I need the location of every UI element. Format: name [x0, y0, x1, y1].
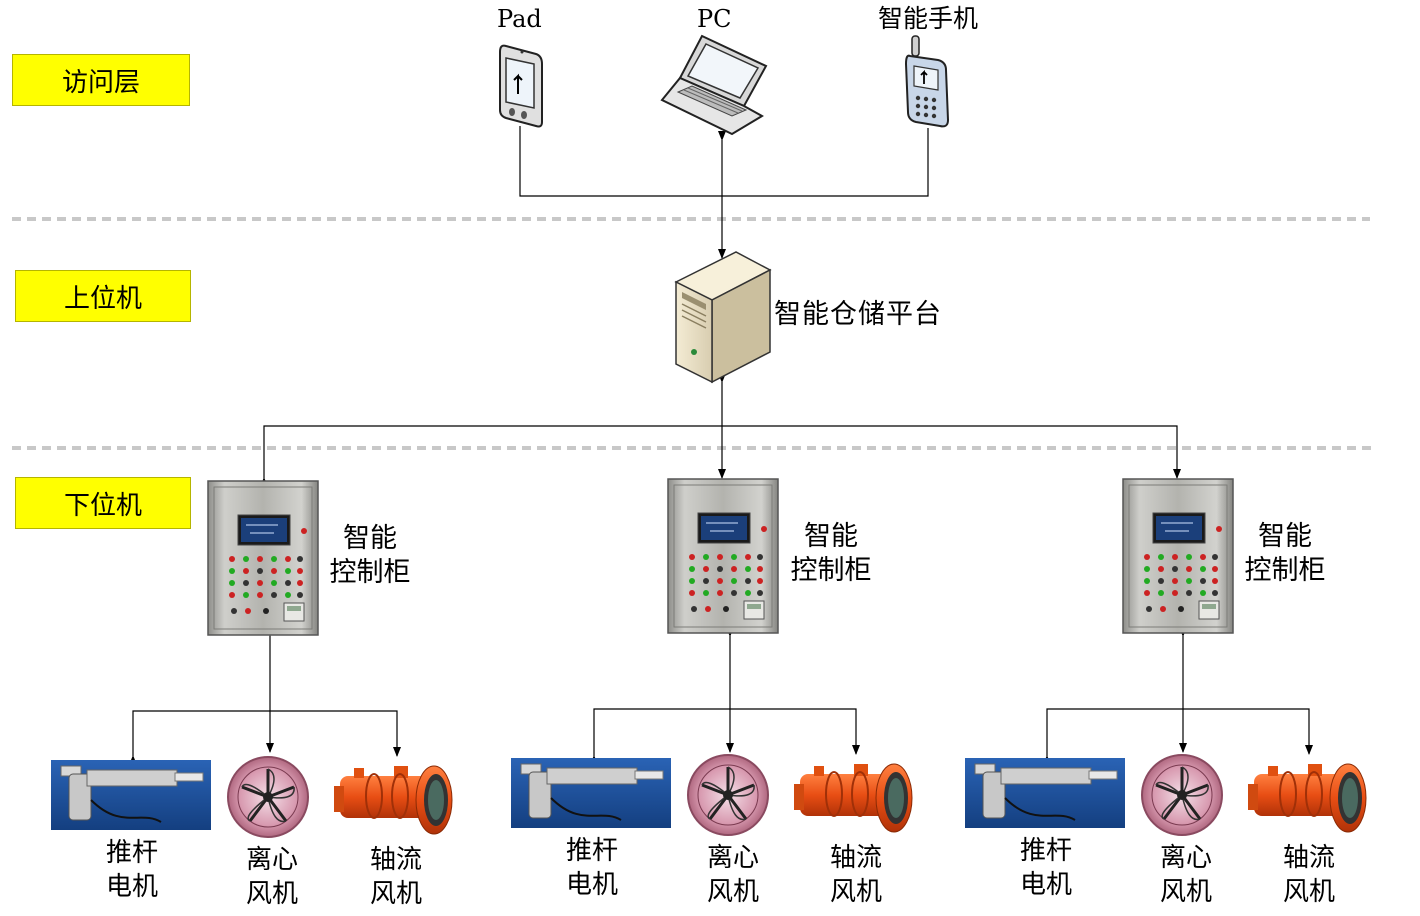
equip-label-centrifugal-3: 离心 风机: [1148, 841, 1224, 909]
equip-label-actuator-1: 推杆 电机: [94, 836, 170, 904]
cabinet-label-line1: 智能: [1258, 521, 1312, 552]
equip-label-line: 风机: [1159, 877, 1212, 907]
equip-label-line: 风机: [829, 877, 882, 907]
equip-label-actuator-3: 推杆 电机: [1008, 834, 1084, 902]
centrifugal-fan-1: [226, 755, 310, 839]
cabinet-label-line2: 控制柜: [790, 555, 872, 586]
centrifugal-fan-3: [1140, 753, 1224, 837]
equip-label-line: 风机: [369, 879, 422, 909]
smartphone-icon: [904, 35, 950, 128]
equip-label-axial-1: 轴流 风机: [358, 843, 434, 911]
linear-actuator-1: [50, 759, 212, 831]
equip-label-centrifugal-1: 离心 风机: [234, 843, 310, 911]
axial-fan-2: [793, 763, 913, 833]
cabinet-label-1: 智能 控制柜: [325, 522, 415, 590]
equip-label-line: 风机: [706, 877, 759, 907]
cabinet-label-line1: 智能: [804, 521, 858, 552]
cabinet-label-line2: 控制柜: [329, 557, 411, 588]
equip-label-axial-2: 轴流 风机: [818, 841, 894, 909]
platform-connectors: [260, 373, 1181, 487]
equip-label-line: 推杆: [105, 838, 158, 868]
linear-actuator-3: [964, 757, 1126, 829]
equip-label-line: 推杆: [565, 836, 618, 866]
equip-label-line: 轴流: [829, 843, 882, 873]
cabinet-connectors: [129, 627, 1313, 765]
equip-label-line: 电机: [105, 872, 158, 902]
equip-label-line: 离心: [1159, 843, 1212, 873]
cabinet-label-line1: 智能: [343, 523, 397, 554]
label-smartphone: 智能手机: [878, 4, 979, 33]
equip-label-line: 离心: [245, 845, 298, 875]
linear-actuator-2: [510, 757, 672, 829]
label-pad: Pad: [497, 5, 542, 33]
equip-label-line: 电机: [565, 870, 618, 900]
equip-label-actuator-2: 推杆 电机: [554, 834, 630, 902]
equip-label-centrifugal-2: 离心 风机: [695, 841, 771, 909]
label-platform: 智能仓储平台: [774, 299, 942, 330]
equip-label-axial-3: 轴流 风机: [1271, 841, 1347, 909]
cabinet-label-2: 智能 控制柜: [786, 520, 876, 588]
equip-label-line: 离心: [706, 843, 759, 873]
equip-label-line: 轴流: [1282, 843, 1335, 873]
axial-fan-3: [1247, 763, 1367, 833]
laptop-icon: [660, 34, 768, 136]
access-connectors: [519, 126, 929, 259]
server-icon: [674, 251, 772, 384]
pad-icon: [499, 44, 543, 128]
cabinet-label-3: 智能 控制柜: [1240, 520, 1330, 588]
control-cabinet-3: [1122, 478, 1234, 634]
control-cabinet-1: [207, 480, 319, 636]
control-cabinet-2: [667, 478, 779, 634]
equip-label-line: 风机: [1282, 877, 1335, 907]
centrifugal-fan-2: [686, 753, 770, 837]
equip-label-line: 电机: [1019, 870, 1072, 900]
layer-label-access: 访问层: [12, 54, 190, 106]
layer-label-upper: 上位机: [15, 270, 191, 322]
layer-label-lower: 下位机: [15, 477, 191, 529]
equip-label-line: 风机: [245, 879, 298, 909]
label-pc: PC: [697, 5, 732, 33]
equip-label-line: 推杆: [1019, 836, 1072, 866]
cabinet-label-line2: 控制柜: [1244, 555, 1326, 586]
equip-label-line: 轴流: [369, 845, 422, 875]
axial-fan-1: [333, 765, 453, 835]
